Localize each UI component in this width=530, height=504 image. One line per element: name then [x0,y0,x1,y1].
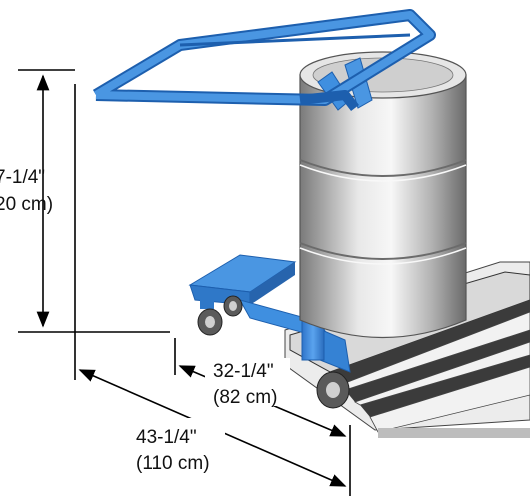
length-imperial-label: 43-1/4" [136,427,197,448]
height-metric-label: 20 cm) [0,194,53,215]
width-label-bg [205,358,290,406]
width-metric-label: (82 cm) [213,387,277,408]
length-label-bg [130,418,225,470]
height-imperial-label: 7-1/4" [0,167,45,188]
handle-frame [92,9,436,112]
length-metric-label: (110 cm) [136,453,210,474]
width-imperial-label: 32-1/4" [213,361,274,382]
